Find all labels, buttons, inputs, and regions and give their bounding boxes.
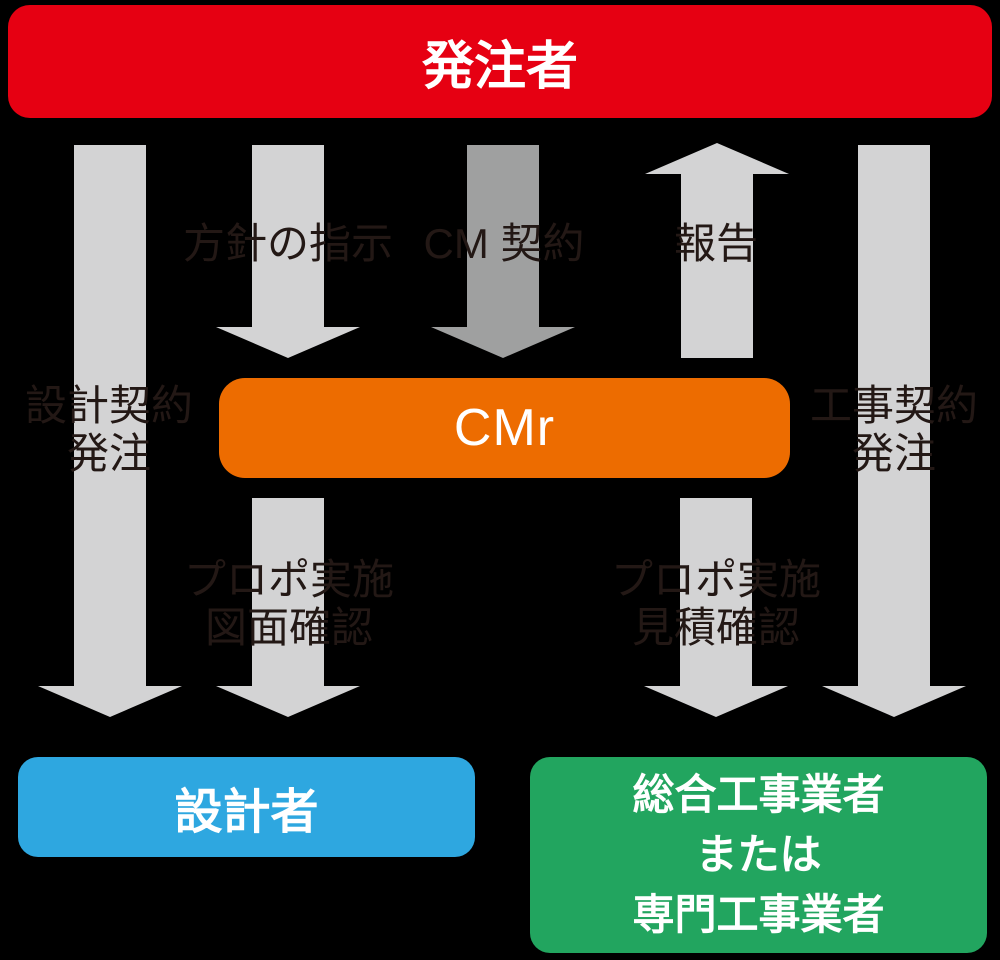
down-arrow-proposal-estimate-icon	[644, 686, 788, 717]
designer-label: 設計者	[174, 786, 319, 839]
label-policy-instruction: 方針の指示	[182, 220, 393, 267]
down-arrow-proposal-drawing-body	[252, 498, 324, 686]
label-design-contract-order: 設計契約 発注	[24, 382, 193, 477]
up-arrow-report-icon	[645, 143, 789, 174]
cmr-label: CMr	[453, 399, 556, 457]
contractor-box: 総合工事業者 または 専門工事業者	[530, 757, 987, 953]
down-arrow-cm-contract-icon	[431, 327, 575, 358]
down-arrow-proposal-drawing-icon	[216, 686, 360, 717]
down-arrow-design-contract-body	[74, 145, 146, 686]
up-arrow-report-body	[681, 174, 753, 358]
contractor-label: 総合工事業者 または 専門工事業者	[632, 771, 885, 938]
label-proposal-drawing-check: プロポ実施 図面確認	[183, 556, 394, 651]
down-arrow-design-contract-icon	[38, 686, 182, 717]
down-arrow-policy-body	[252, 145, 324, 327]
down-arrow-policy-icon	[216, 327, 360, 358]
down-arrow-cm-contract-body	[467, 145, 539, 327]
label-report: 報告	[673, 220, 758, 267]
cmr-box: CMr	[219, 378, 790, 478]
client-box: 発注者	[8, 5, 992, 118]
down-arrow-construction-contract-icon	[822, 686, 966, 717]
down-arrow-proposal-estimate-body	[680, 498, 752, 686]
label-proposal-estimate-check: プロポ実施 見積確認	[610, 556, 821, 651]
client-label: 発注者	[421, 38, 578, 96]
down-arrow-construction-contract-body	[858, 145, 930, 686]
label-construction-contract-order: 工事契約 発注	[809, 382, 978, 477]
label-cm-contract: CM 契約	[423, 220, 585, 267]
designer-box: 設計者	[18, 757, 475, 857]
